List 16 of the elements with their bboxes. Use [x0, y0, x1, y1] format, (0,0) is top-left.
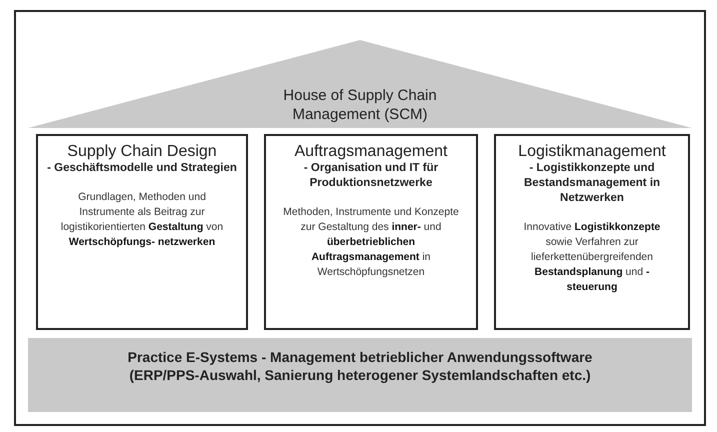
pillar-subtitle: - Geschäftsmodelle und Strategien	[46, 161, 238, 176]
pillar-title: Logistikmanagement	[517, 142, 667, 161]
pillar-description: Innovative Logistikkonzepte sowie Verfahren zur lieferkettenübergreifenden Bestandsplanung und -steuerung	[522, 220, 662, 295]
roof-title: House of Supply Chain Management (SCM)	[282, 86, 438, 124]
pillar-subtitle: - Organisation und IT für Produktionsnetzwerke	[302, 161, 440, 191]
pillar-title: Supply Chain Design	[66, 142, 218, 161]
base-title: Practice E-Systems - Management betrieblicher Anwendungssoftware (ERP/PPS-Auswahl, Sanierung heterogener Systemlandschaften etc.)	[126, 348, 594, 384]
pillar-box	[494, 134, 690, 330]
pillar-description: Methoden, Instrumente und Konzepte zur Gestaltung des inner- und überbetrieblichen Auftragsmanagement in Wertschöpfungsnetzen	[282, 205, 460, 280]
pillar-box	[36, 134, 248, 330]
pillar-subtitle: - Logistikkonzepte und Bestandsmanagement in Netzwerken	[522, 161, 662, 206]
pillar-description: Grundlagen, Methoden und Instrumente als Beitrag zur logistikorientierten Gestaltung von Wertschöpfungs- netzwerken	[60, 190, 224, 250]
pillar-title: Auftragsmanagement	[294, 142, 448, 161]
pillar-box	[264, 134, 478, 330]
roof-triangle	[28, 40, 692, 128]
base-band	[28, 338, 692, 412]
